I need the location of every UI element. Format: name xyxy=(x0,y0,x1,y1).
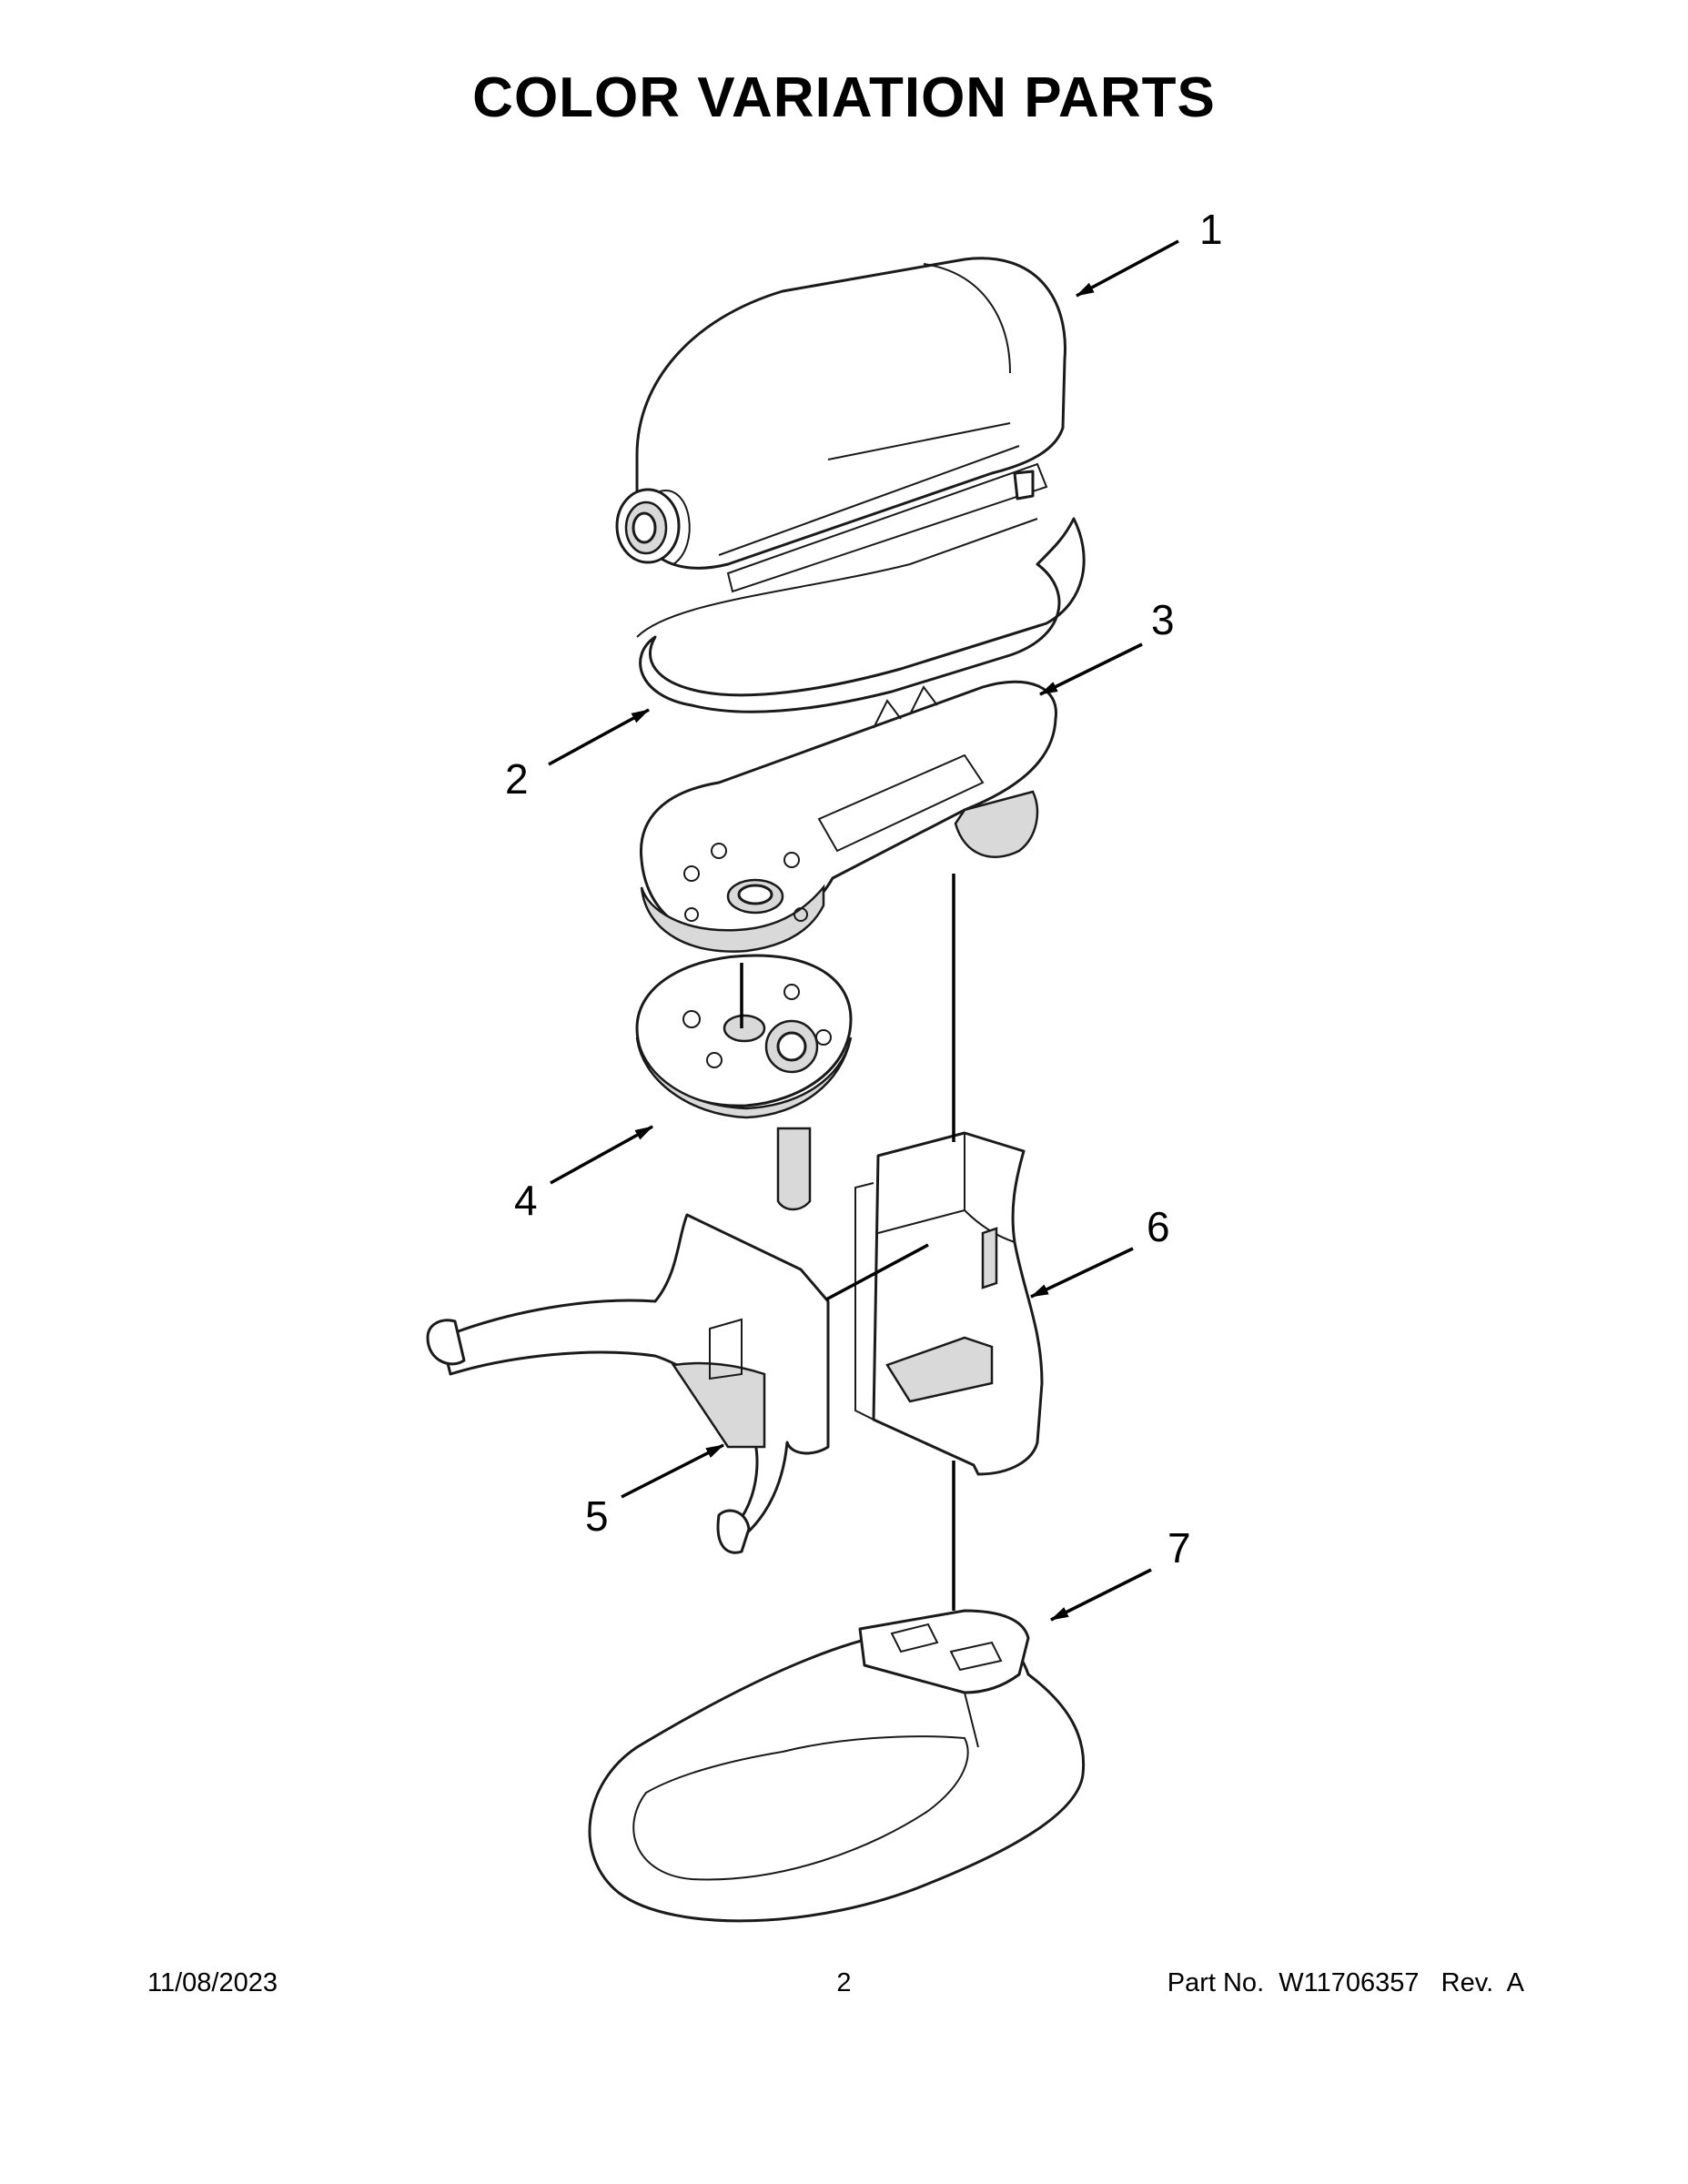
callout-1: 1 xyxy=(1199,206,1223,253)
footer-page-number: 2 xyxy=(836,1968,852,1997)
part-7-base xyxy=(588,1609,1086,1923)
callout-arrows xyxy=(548,239,1179,1622)
part-6-pedestal xyxy=(854,1131,1044,1476)
footer-date: 11/08/2023 xyxy=(147,1968,278,1997)
callout-4: 4 xyxy=(514,1177,538,1224)
part-1-motor-housing xyxy=(615,257,1066,593)
assembly-lead-lines xyxy=(740,874,955,1611)
page-title: COLOR VARIATION PARTS xyxy=(472,66,1216,129)
callout-3: 3 xyxy=(1151,596,1175,643)
callout-5: 5 xyxy=(585,1492,609,1540)
footer-part-info: Part No. W11706357 Rev. A xyxy=(1167,1968,1524,1997)
part-2-gasket xyxy=(636,517,1086,713)
callout-7: 7 xyxy=(1167,1524,1191,1572)
part-4-gear-plate xyxy=(635,954,853,1211)
callout-5-label-6: 6 xyxy=(1147,1203,1170,1250)
callout-2: 2 xyxy=(505,755,529,803)
part-3-gear-housing xyxy=(639,680,1057,953)
part-5-bowl-support xyxy=(426,1213,830,1554)
